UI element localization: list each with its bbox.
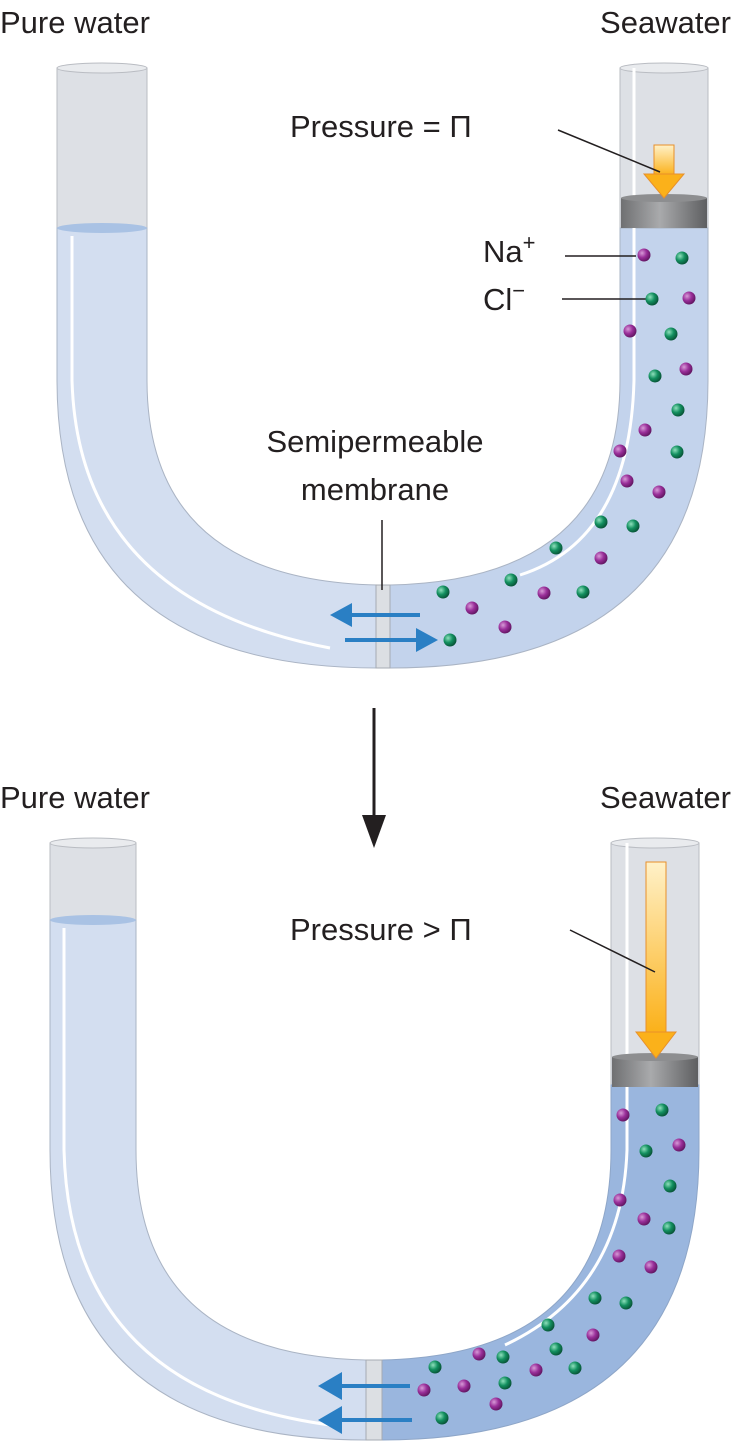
sodium-ion	[472, 1347, 486, 1361]
top-right-highlight	[519, 68, 636, 577]
sodium-ion	[616, 1108, 630, 1122]
bottom-left-water-surface	[50, 915, 136, 925]
sodium-ion	[498, 620, 512, 634]
chloride-ion	[568, 1361, 582, 1375]
chloride-ion	[435, 1411, 449, 1425]
chloride-ion	[443, 633, 457, 647]
cl-charge: −	[512, 278, 525, 303]
sodium-ion	[612, 1249, 626, 1263]
bottom-flow-arrow-lower	[318, 1406, 412, 1434]
cl-symbol: Cl	[483, 282, 512, 317]
top-seawater-label: Seawater	[600, 5, 731, 40]
chloride-ion	[594, 515, 608, 529]
bottom-pressure-leader	[569, 929, 656, 973]
chloride-ion	[549, 1342, 563, 1356]
top-left-water-surface	[57, 223, 147, 233]
sodium-ion	[465, 601, 479, 615]
top-left-highlight	[70, 236, 331, 650]
cl-label: Cl−	[483, 278, 525, 317]
na-label: Na+	[483, 230, 536, 269]
top-pure-water-label: Pure water	[0, 5, 150, 40]
sodium-ion	[537, 586, 551, 600]
chloride-ion	[504, 573, 518, 587]
sodium-ion	[672, 1138, 686, 1152]
na-charge: +	[523, 230, 536, 255]
sodium-ion	[417, 1383, 431, 1397]
top-membrane	[375, 584, 391, 669]
top-pressure-label: Pressure = Π	[290, 109, 472, 144]
bottom-pure-water-label: Pure water	[0, 780, 150, 815]
top-right-tube-rim	[619, 62, 709, 74]
bottom-ions	[417, 1103, 686, 1425]
sodium-ion	[489, 1397, 503, 1411]
chloride-ion	[498, 1376, 512, 1390]
chloride-ion	[662, 1221, 676, 1235]
sodium-ion	[644, 1260, 658, 1274]
top-flow-arrow-right	[345, 628, 438, 652]
chloride-ion	[428, 1360, 442, 1374]
sodium-ion	[637, 1212, 651, 1226]
sodium-ion	[637, 248, 651, 262]
chloride-ion	[436, 585, 450, 599]
sodium-ion	[638, 423, 652, 437]
top-left-tube-rim	[56, 62, 148, 74]
chloride-ion	[648, 369, 662, 383]
top-left-tube-empty	[56, 67, 148, 229]
top-pressure-arrow	[642, 144, 686, 199]
chloride-ion	[671, 403, 685, 417]
chloride-ion	[496, 1350, 510, 1364]
chloride-ion	[549, 541, 563, 555]
top-panel: Pure water Seawater Semipermeable membra…	[0, 5, 731, 669]
bottom-piston	[612, 1057, 698, 1087]
bottom-left-tube-rim	[49, 837, 137, 849]
bottom-right-tube-rim	[610, 837, 700, 849]
chloride-ion	[619, 1296, 633, 1310]
bottom-seawater-body	[381, 1084, 700, 1441]
bottom-right-highlight	[504, 843, 629, 1347]
bottom-panel: Pure water Seawater Pressure > Π	[0, 780, 731, 1441]
top-piston	[621, 198, 707, 228]
chloride-ion	[675, 251, 689, 265]
top-ions	[436, 248, 696, 647]
sodium-ion	[586, 1328, 600, 1342]
chloride-ion	[639, 1144, 653, 1158]
bottom-left-highlight	[62, 928, 331, 1427]
chloride-ion	[576, 585, 590, 599]
chloride-ion	[670, 445, 684, 459]
chloride-ion	[626, 519, 640, 533]
na-symbol: Na	[483, 234, 523, 269]
sodium-ion	[620, 474, 634, 488]
transition-arrow	[362, 708, 386, 848]
chloride-ion	[663, 1179, 677, 1193]
top-pressure-leader	[557, 129, 661, 173]
chloride-ion	[645, 292, 659, 306]
membrane-label-line2: membrane	[301, 472, 449, 507]
sodium-ion	[682, 291, 696, 305]
chloride-ion	[664, 327, 678, 341]
bottom-pressure-arrow	[634, 861, 678, 1059]
bottom-pure-water-body	[49, 919, 367, 1441]
sodium-ion	[594, 551, 608, 565]
bottom-pressure-label: Pressure > Π	[290, 912, 472, 947]
sodium-ion	[623, 324, 637, 338]
sodium-ion	[652, 485, 666, 499]
sodium-ion	[613, 444, 627, 458]
chloride-ion	[541, 1318, 555, 1332]
bottom-left-tube-empty	[49, 842, 137, 921]
sodium-ion	[529, 1363, 543, 1377]
membrane-label-line1: Semipermeable	[266, 424, 483, 459]
sodium-ion	[679, 362, 693, 376]
bottom-membrane	[365, 1359, 383, 1441]
chloride-ion	[655, 1103, 669, 1117]
chloride-ion	[588, 1291, 602, 1305]
top-seawater-body	[389, 227, 709, 669]
top-flow-arrow-left	[330, 603, 420, 627]
bottom-flow-arrow-upper	[318, 1372, 410, 1400]
bottom-seawater-label: Seawater	[600, 780, 731, 815]
sodium-ion	[613, 1193, 627, 1207]
sodium-ion	[457, 1379, 471, 1393]
